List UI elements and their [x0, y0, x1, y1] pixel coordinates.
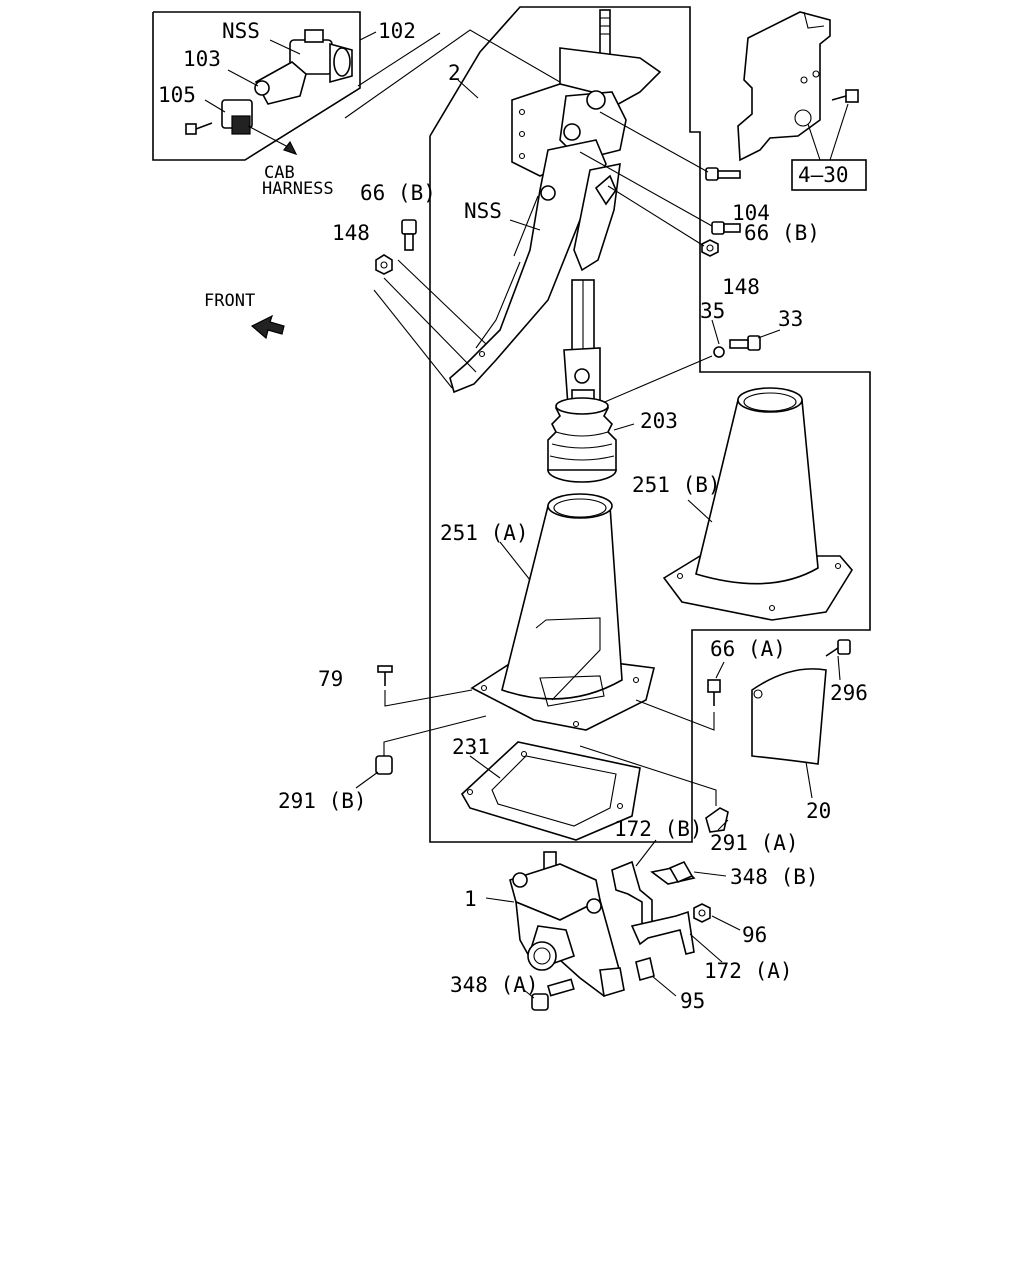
bracket-4-30-part [737, 11, 859, 162]
label-harness: HARNESS [262, 179, 334, 199]
cover-20-part [751, 668, 827, 765]
label-20: 20 [806, 799, 831, 823]
nut-96-part [693, 903, 711, 923]
main-outline-frame [429, 6, 871, 843]
screw-105-part [185, 122, 213, 135]
label-nss-mid: NSS [464, 199, 502, 223]
label-102: 102 [378, 19, 416, 43]
label-96: 96 [742, 923, 767, 947]
nss-switch-part [254, 29, 353, 105]
ref-4-30-box [791, 159, 867, 191]
label-105: 105 [158, 83, 196, 107]
label-348a: 348 (A) [450, 973, 539, 997]
label-1: 1 [464, 887, 477, 911]
nut-148-right-part [701, 239, 719, 257]
bolt-33-part [729, 335, 761, 351]
screw-66a-part [707, 679, 721, 706]
label-35: 35 [700, 299, 725, 323]
inset-frame [152, 11, 361, 161]
label-33: 33 [778, 307, 803, 331]
label-nss-top: NSS [222, 19, 260, 43]
connector-103-part [221, 99, 298, 156]
label-231: 231 [452, 735, 490, 759]
bracket-172a-part [630, 910, 695, 955]
label-66b-left: 66 (B) [360, 181, 436, 205]
clip-348b-part [668, 860, 694, 884]
clip-95-part [635, 956, 655, 982]
boot-203-part [547, 397, 617, 483]
label-front: FRONT [204, 291, 255, 311]
label-296: 296 [830, 681, 868, 705]
screw-79-part [377, 665, 393, 686]
bolt-296-part [825, 639, 851, 657]
cone-251a-part [470, 493, 655, 731]
nut-148-left-part [375, 254, 393, 275]
clip-291b-part [375, 755, 393, 775]
clip-291a-part [705, 807, 729, 833]
label-cab: CAB [264, 163, 295, 183]
label-103: 103 [183, 47, 221, 71]
label-148-left: 148 [332, 221, 370, 245]
label-172a: 172 (A) [704, 959, 793, 983]
cone-251b-part [662, 387, 853, 621]
label-148-right: 148 [722, 275, 760, 299]
bolt-66b-left-part [401, 219, 417, 251]
label-251b: 251 (B) [632, 473, 721, 497]
washer-35-part [713, 346, 725, 358]
label-ref-4-30: 4–30 [798, 163, 849, 187]
label-2: 2 [448, 61, 461, 85]
label-66b-right: 66 (B) [744, 221, 820, 245]
label-172b: 172 (B) [614, 817, 703, 841]
label-66a: 66 (A) [710, 637, 786, 661]
bolt-348a-part [531, 978, 575, 1011]
bolt-104-part [705, 167, 741, 181]
front-arrow-icon [250, 314, 285, 340]
label-251a: 251 (A) [440, 521, 529, 545]
label-79: 79 [318, 667, 343, 691]
label-348b: 348 (B) [730, 865, 819, 889]
label-291a: 291 (A) [710, 831, 799, 855]
shift-unit-1-part [509, 851, 625, 998]
label-95: 95 [680, 989, 705, 1013]
label-203: 203 [640, 409, 678, 433]
bolt-66b-right-part [711, 221, 741, 235]
label-104: 104 [732, 201, 770, 225]
gasket-231-part [460, 741, 641, 841]
label-291b: 291 (B) [278, 789, 367, 813]
shift-column-assembly [449, 9, 662, 407]
